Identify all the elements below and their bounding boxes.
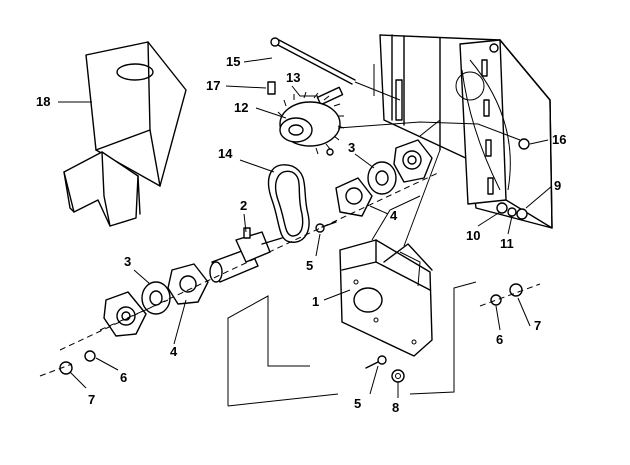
part-13-key	[316, 86, 344, 106]
callout-5-lower: 5	[354, 396, 361, 411]
part-3-bearing-upper	[367, 161, 397, 195]
part-10-washer	[496, 202, 508, 214]
callout-15: 15	[226, 54, 240, 69]
callout-11: 11	[500, 236, 514, 251]
part-4-flange-upper	[335, 139, 433, 217]
callout-17: 17	[206, 78, 220, 93]
part-11-washer	[507, 207, 517, 217]
part-2-drive-shaft	[209, 227, 283, 283]
part-6-washer-right	[490, 294, 502, 306]
callout-5-upper: 5	[306, 258, 313, 273]
callout-9: 9	[554, 178, 561, 193]
part-5-screw-upper	[315, 221, 337, 233]
callout-6-left: 6	[120, 370, 127, 385]
part-5-screw-lower	[365, 355, 387, 369]
part-4-flange-lower	[103, 263, 209, 337]
callout-3-lower: 3	[124, 254, 131, 269]
callout-14: 14	[218, 146, 233, 161]
assembly-lines	[39, 64, 541, 407]
leader-lines	[58, 57, 553, 398]
callout-16: 16	[552, 132, 566, 147]
part-16-nut	[518, 138, 530, 150]
part-14-chain	[268, 164, 310, 243]
callout-10: 10	[466, 228, 480, 243]
callout-4-lower: 4	[170, 344, 178, 359]
part-9-nut	[516, 208, 528, 220]
callout-4-upper: 4	[390, 208, 398, 223]
part-15-rod	[270, 37, 401, 101]
part-12-sprocket	[277, 91, 345, 156]
callout-18: 18	[36, 94, 50, 109]
part-18-cover	[63, 41, 187, 227]
callout-2: 2	[240, 198, 247, 213]
callout-7-right: 7	[534, 318, 541, 333]
callout-6-right: 6	[496, 332, 503, 347]
part-6-washer-left	[84, 350, 96, 362]
callout-8: 8	[392, 400, 399, 415]
callout-labels: 1 2 3 3 4 4 5 5 6 6 7 7 8 9 10 11 12 13 …	[36, 54, 566, 415]
callout-7-left: 7	[88, 392, 95, 407]
side-frame-plate	[379, 34, 553, 229]
callout-13: 13	[286, 70, 300, 85]
part-1-bracket	[339, 239, 433, 357]
part-7-nut-right	[509, 283, 523, 297]
part-8-nut	[391, 369, 405, 383]
callout-12: 12	[234, 100, 248, 115]
callout-3-upper: 3	[348, 140, 355, 155]
callout-1: 1	[312, 294, 319, 309]
part-17-set-screw	[267, 81, 276, 95]
